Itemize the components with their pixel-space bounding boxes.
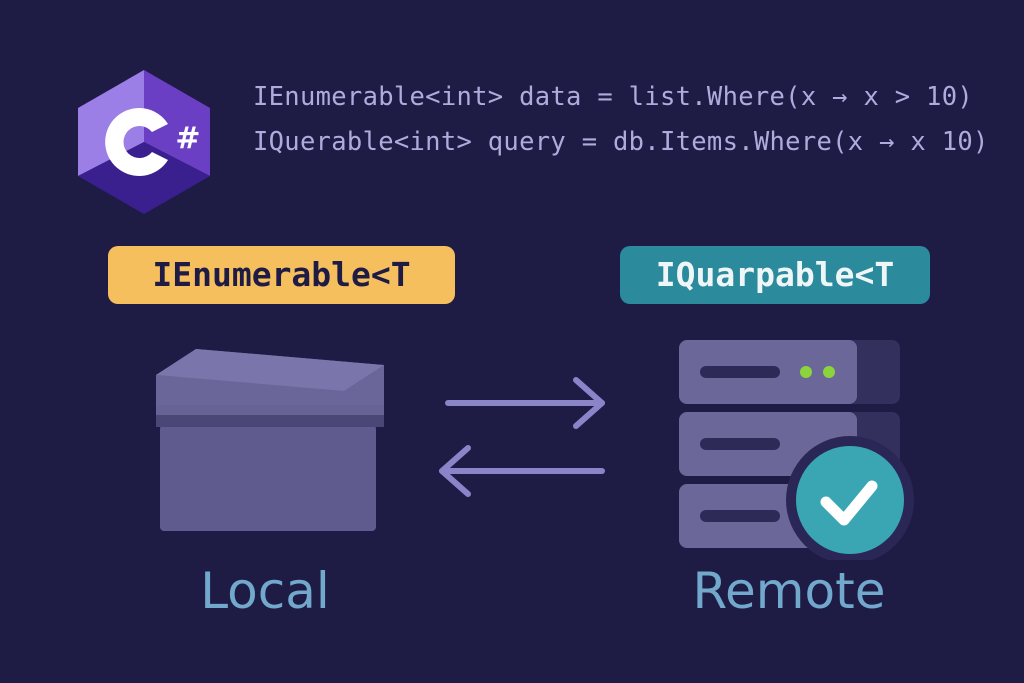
local-caption: Local — [200, 562, 330, 620]
arrow-right-icon — [445, 377, 605, 429]
arrows — [430, 370, 620, 514]
status-led — [800, 366, 812, 378]
check-circle-icon — [796, 446, 904, 554]
csharp-logo-icon: # — [78, 70, 210, 214]
svg-text:#: # — [175, 121, 200, 156]
iqueryable-badge: IQuarpable<T — [620, 246, 930, 304]
ienumerable-badge: IEnumerable<T — [108, 246, 455, 304]
remote-caption: Remote — [692, 562, 886, 620]
local-box-icon — [148, 345, 388, 539]
code-line-ienumerable: IEnumerable<int> data = list.Where(x → x… — [253, 82, 974, 112]
arrow-left-icon — [439, 445, 605, 497]
code-line-iqueryable: IQuerable<int> query = db.Items.Where(x … — [253, 127, 989, 157]
status-led — [823, 366, 835, 378]
remote-server-icon — [640, 330, 920, 564]
csharp-logo: # — [70, 68, 218, 216]
